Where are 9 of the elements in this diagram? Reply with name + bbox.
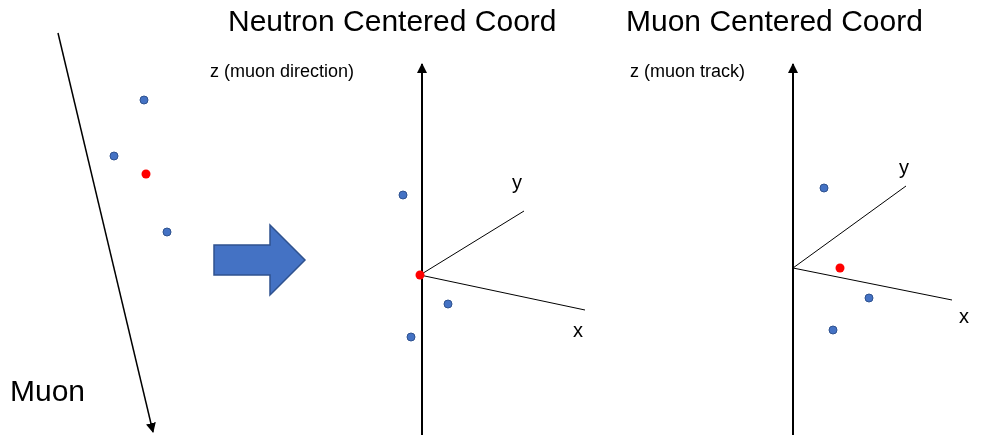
- track-label: Muon: [10, 373, 86, 409]
- panel-title: Neutron Centered Coord: [228, 3, 557, 39]
- axis-label: x: [959, 304, 969, 329]
- axis-label: z (muon track): [630, 60, 746, 83]
- axis-label: y: [512, 170, 522, 195]
- panel-title: Muon Centered Coord: [626, 3, 923, 39]
- axis-label: x: [573, 318, 583, 343]
- axis-label: z (muon direction): [210, 60, 355, 83]
- axis-label: y: [899, 155, 909, 180]
